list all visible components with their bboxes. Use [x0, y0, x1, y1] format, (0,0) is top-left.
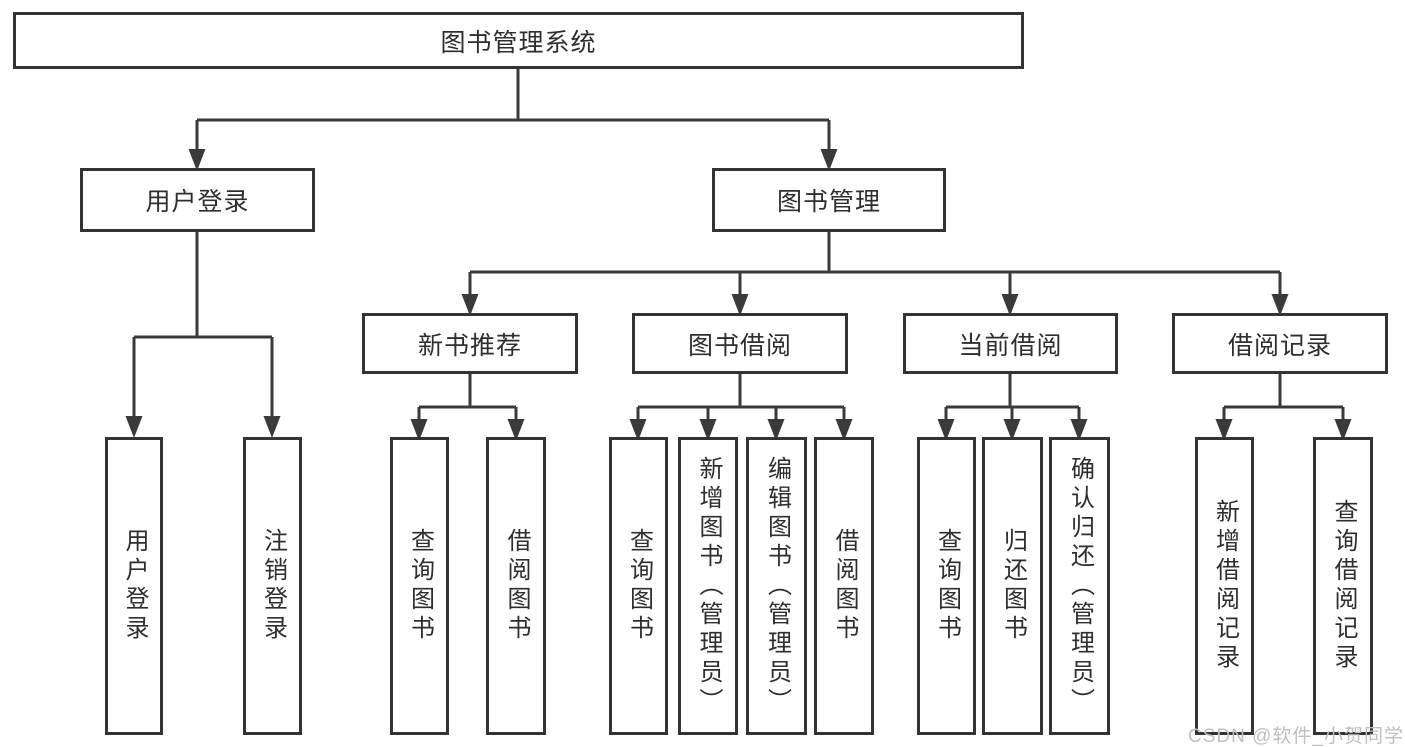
node-book-borrowing: 图书借阅 — [632, 313, 848, 374]
connector-book-borrowing-to-leaves — [629, 374, 853, 441]
connector-current-borrowing-to-leaves — [937, 374, 1088, 441]
leaf-query-books-recommend: 查询图书 — [390, 437, 449, 735]
connector-borrowing-records-to-leaves — [1215, 374, 1352, 441]
leaf-logout: 注销登录 — [243, 437, 302, 735]
leaf-label: 借阅图书 — [503, 528, 530, 644]
leaf-label: 查询图书 — [933, 528, 961, 644]
node-label: 图书管理系统 — [440, 28, 597, 57]
node-library-management-system: 图书管理系统 — [13, 12, 1024, 69]
leaf-label: 注销登录 — [259, 528, 287, 644]
leaf-confirm-return-admin: 确认归还（管理员） — [1049, 437, 1110, 735]
leaf-borrow-books-borrowing: 借阅图书 — [814, 437, 874, 735]
node-label: 新书推荐 — [417, 331, 522, 360]
leaf-add-books-admin: 新增图书（管理员） — [678, 437, 738, 735]
leaf-label: 查询图书 — [625, 528, 653, 644]
leaf-label: 查询借阅记录 — [1330, 499, 1357, 673]
node-borrowing-records: 借阅记录 — [1172, 313, 1388, 374]
leaf-label: 编辑图书（管理员） — [763, 455, 791, 717]
node-label: 当前借阅 — [958, 331, 1063, 360]
leaf-add-borrow-record: 新增借阅记录 — [1195, 437, 1254, 735]
leaf-label: 借阅图书 — [831, 528, 858, 644]
connector-user-login-to-leaves — [125, 232, 281, 438]
leaf-user-login: 用户登录 — [105, 437, 163, 735]
node-current-borrowing: 当前借阅 — [903, 313, 1118, 374]
leaf-label: 用户登录 — [121, 528, 148, 644]
connector-root-to-level2 — [188, 68, 838, 171]
leaf-borrow-books-recommend: 借阅图书 — [486, 437, 546, 735]
node-book-management: 图书管理 — [712, 168, 946, 232]
node-label: 借阅记录 — [1227, 331, 1332, 360]
node-user-login: 用户登录 — [80, 168, 315, 232]
leaf-label: 查询图书 — [406, 528, 434, 644]
csdn-watermark: CSDN @软件_小贺同学 — [1188, 726, 1404, 747]
node-label: 图书借阅 — [687, 331, 792, 360]
leaf-label: 归还图书 — [999, 528, 1027, 644]
node-label: 用户登录 — [145, 188, 250, 216]
connector-book-management-to-level3 — [461, 232, 1289, 316]
leaf-query-books-borrowing: 查询图书 — [609, 437, 668, 735]
leaf-label: 确认归还（管理员） — [1066, 455, 1094, 717]
leaf-query-borrow-record: 查询借阅记录 — [1313, 437, 1373, 735]
leaf-label: 新增图书（管理员） — [695, 455, 722, 717]
leaf-edit-books-admin: 编辑图书（管理员） — [746, 437, 807, 735]
connector-new-book-recommendation-to-leaves — [410, 374, 525, 441]
leaf-query-books-current: 查询图书 — [917, 437, 976, 735]
node-label: 图书管理 — [776, 188, 881, 216]
node-new-book-recommendation: 新书推荐 — [362, 313, 578, 374]
leaf-label: 新增借阅记录 — [1211, 499, 1239, 673]
leaf-return-books: 归还图书 — [982, 437, 1043, 735]
